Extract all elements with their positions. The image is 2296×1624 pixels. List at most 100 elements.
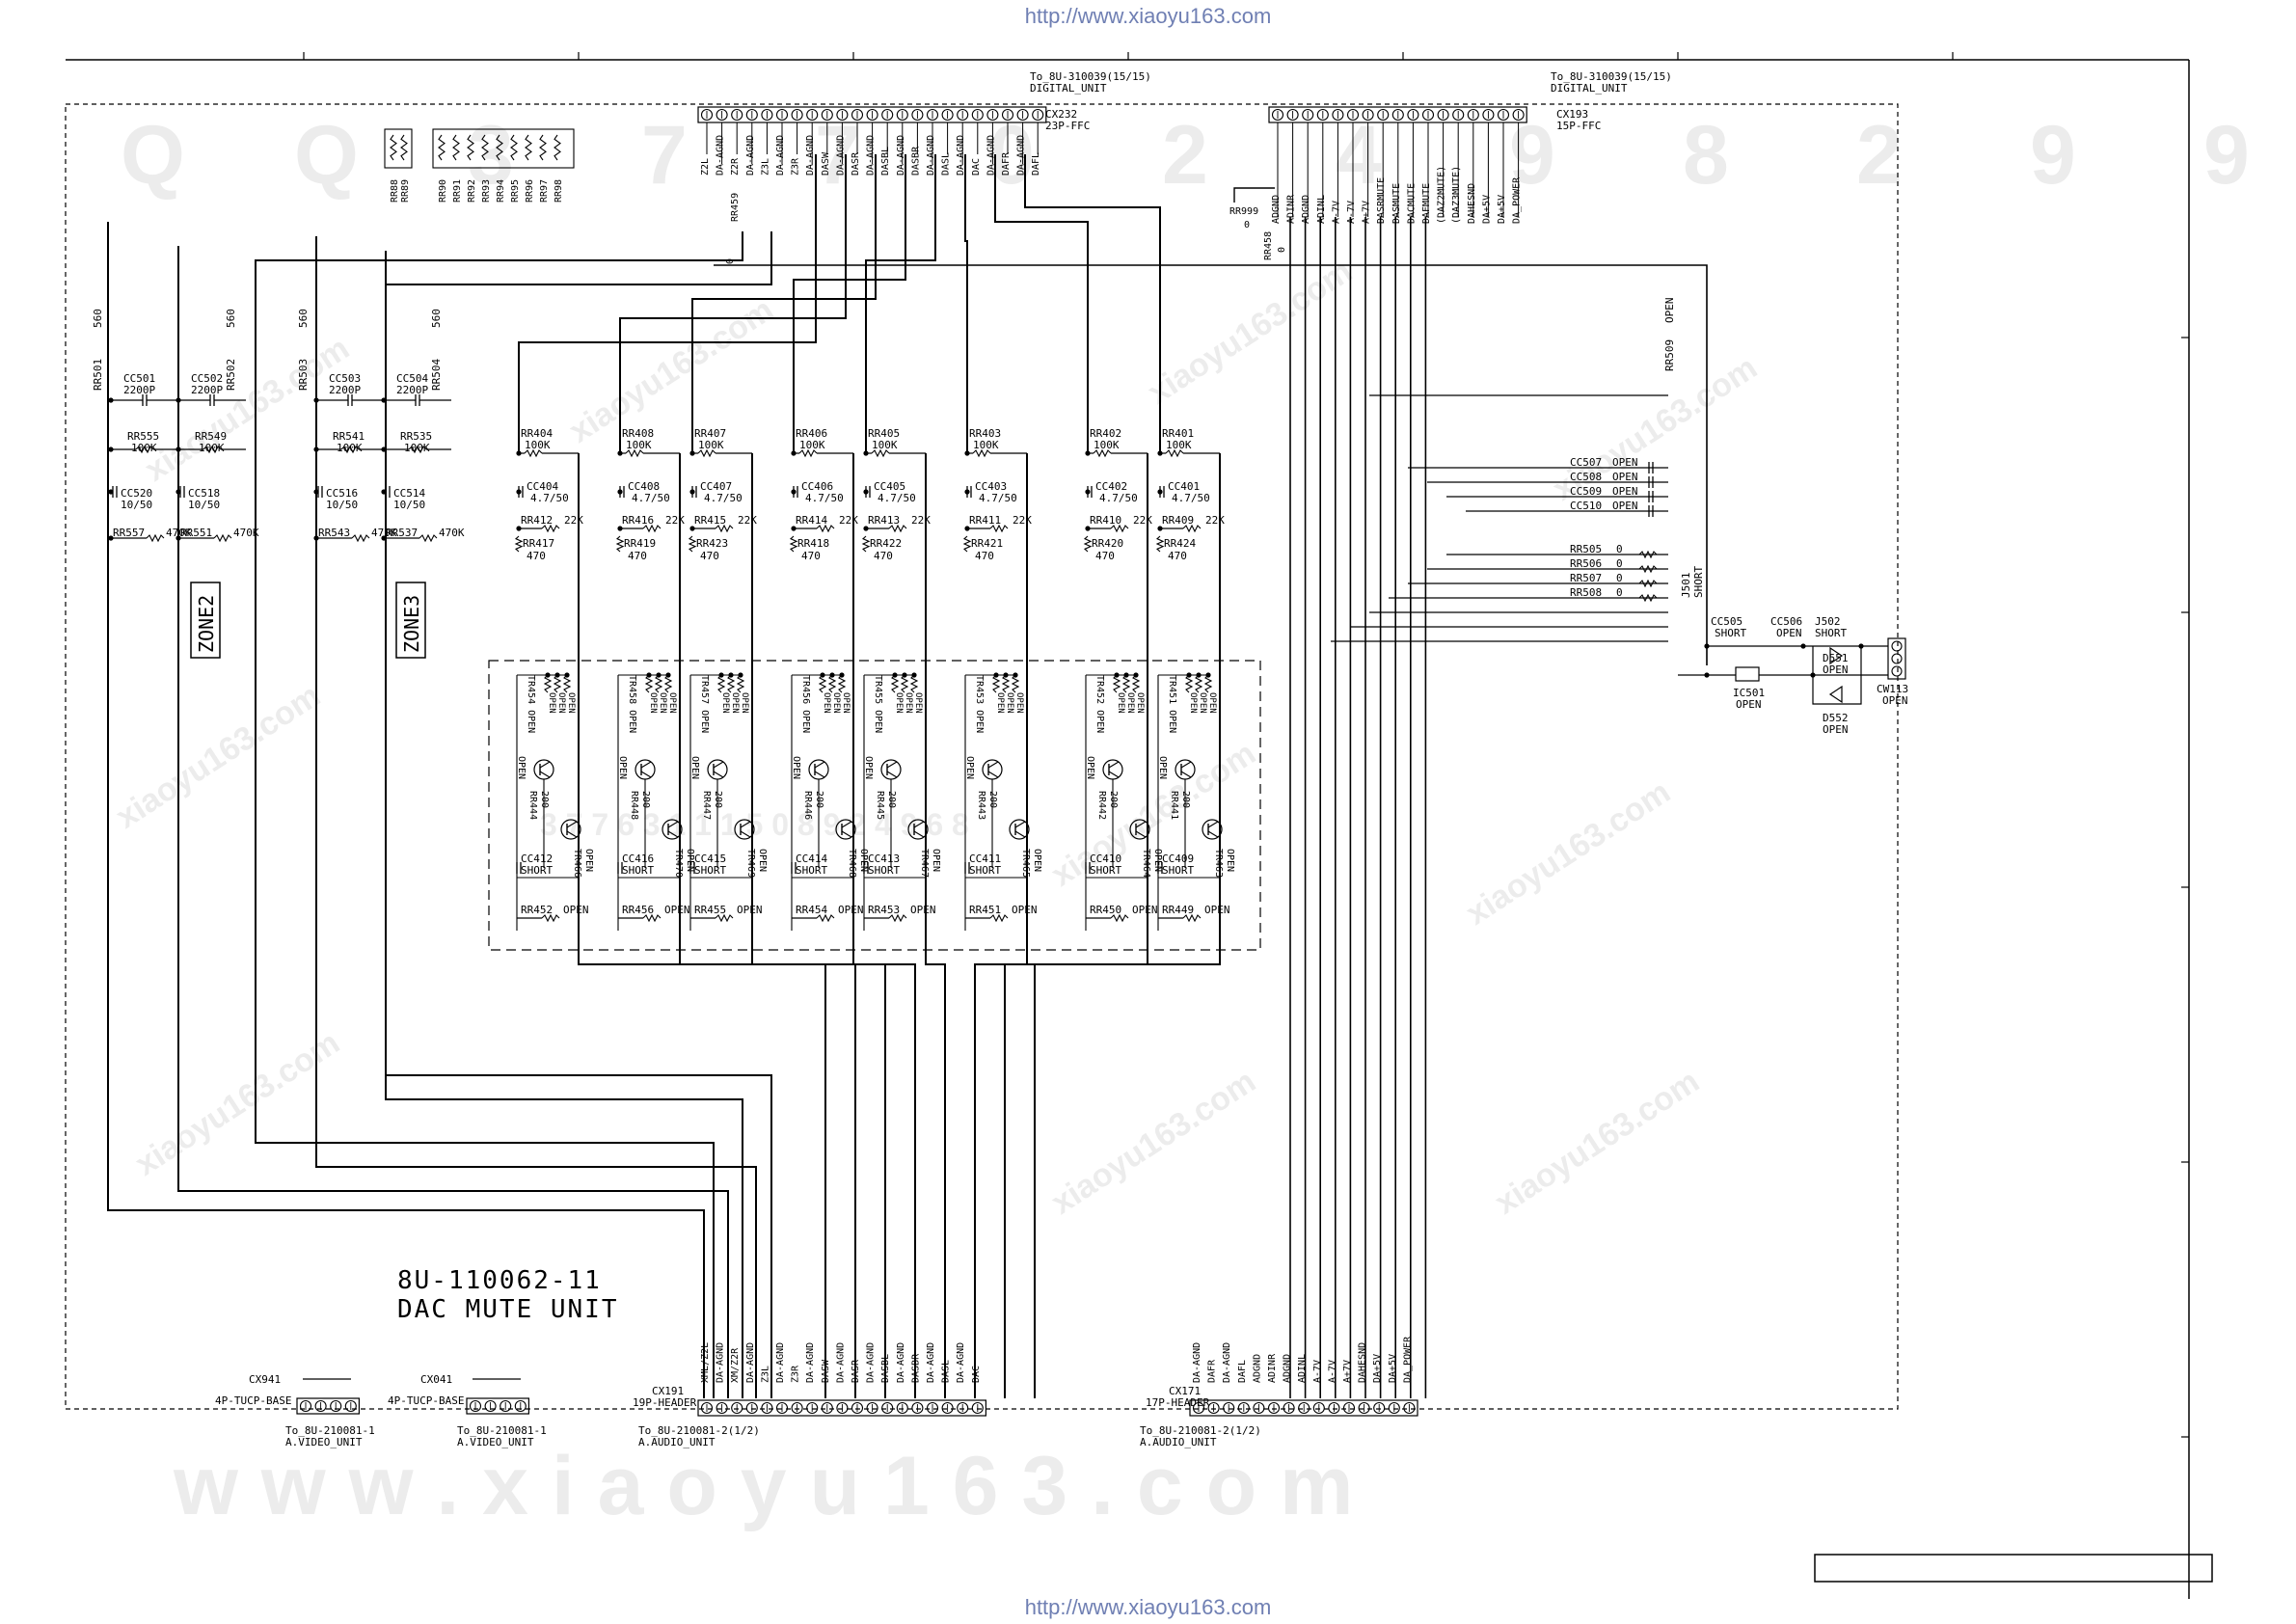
resistor <box>1093 448 1112 458</box>
junction-dot <box>176 447 181 452</box>
header-url[interactable]: http://www.xiaoyu163.com <box>1024 4 1272 28</box>
rr999-value: 0 <box>1244 220 1250 230</box>
short-label: SHORT <box>1692 566 1705 598</box>
transistor-label: TR453 OPEN <box>974 675 985 733</box>
resistor <box>213 533 232 543</box>
short-label: SHORT <box>694 864 726 877</box>
transistor-label: TR452 OPEN <box>1094 675 1105 733</box>
cx171-pin-label: DA+5V <box>1388 1354 1398 1383</box>
resistor <box>991 674 1001 693</box>
open-label: OPEN <box>1663 298 1676 324</box>
resistor-bank-label: RR91 <box>452 179 463 203</box>
channel-resistor-value: 22K <box>1013 514 1032 527</box>
cx232-pin-label: DASBL <box>880 147 891 176</box>
resistor <box>1638 593 1658 603</box>
wire <box>385 251 772 1398</box>
resistor <box>861 535 871 553</box>
channel-resistor-label: RR422 <box>870 537 902 550</box>
open-label: OPEN <box>995 692 1005 714</box>
resistor <box>438 134 446 161</box>
open-label: OPEN <box>1776 627 1802 639</box>
watermark-char: 3 <box>468 109 514 202</box>
open-label: OPEN <box>617 756 628 779</box>
cx193-pin-label: DA+5V <box>1481 195 1492 224</box>
open-label: OPEN <box>1736 698 1762 711</box>
channel-resistor-value: 200 <box>713 791 723 808</box>
wire <box>315 236 757 1398</box>
junction-dot <box>516 450 522 456</box>
zone-resistor-value: 560 <box>92 309 104 328</box>
resistor <box>888 913 907 923</box>
zone-resistor-value: 560 <box>225 309 237 328</box>
resistor <box>539 134 547 161</box>
zone-resistor-label: RR504 <box>430 359 443 391</box>
resistor <box>1110 913 1129 923</box>
channel-resistor-value: 22K <box>911 514 931 527</box>
channel-resistor-value: 100K <box>698 439 724 451</box>
cx941-unit: A.VIDEO_UNIT <box>285 1436 363 1448</box>
watermark-char: 9 <box>2030 109 2076 202</box>
resistor <box>135 445 154 454</box>
capacitor <box>1648 476 1654 488</box>
cx041-connector <box>466 1397 530 1415</box>
zone2-label: ZONE2 <box>190 582 221 659</box>
cx171-pin-label: DA_POWER <box>1402 1336 1413 1383</box>
transistor-label: TR455 OPEN <box>873 675 883 733</box>
transistor-label: TR467 <box>919 849 930 878</box>
cx232-pin-label: DA-AGND <box>956 135 966 176</box>
channel-capacitor-label: CC408 <box>628 480 660 493</box>
transistor-label: TR469 <box>745 849 756 878</box>
resistor <box>888 524 907 533</box>
channel-resistor-value: 100K <box>1094 439 1120 451</box>
capacitor <box>209 394 215 406</box>
zone-capacitor-value: 10/50 <box>121 499 152 511</box>
cx171-pin-label: DA-AGND <box>1192 1342 1202 1383</box>
resistor <box>715 524 734 533</box>
resistor <box>736 674 745 693</box>
zone-resistor-value: 100K <box>131 442 157 454</box>
channel-resistor-label: RR408 <box>622 427 654 440</box>
resistor <box>1165 448 1184 458</box>
zone-resistor-value: 100K <box>404 442 430 454</box>
cx191-pin-label: DA-AGND <box>805 1342 816 1383</box>
resistor <box>510 134 518 161</box>
zone-capacitor-label: CC514 <box>393 487 425 500</box>
junction-dot <box>1085 489 1091 495</box>
cx232-pin-label: DA-AGND <box>716 135 726 176</box>
junction-dot <box>176 535 181 541</box>
components-layer <box>108 106 1906 1417</box>
resistor <box>496 134 503 161</box>
zone-resistor-value: 100K <box>337 442 363 454</box>
open-label: OPEN <box>1612 456 1638 469</box>
channel-capacitor-label: CC413 <box>868 853 900 865</box>
resistor <box>203 445 222 454</box>
open-label: OPEN <box>1204 904 1230 916</box>
cx232-pin-label: DAFR <box>1001 151 1012 176</box>
resistor <box>798 448 818 458</box>
open-label: OPEN <box>1132 904 1158 916</box>
channel-resistor-label: RR442 <box>1096 791 1107 820</box>
resistor <box>818 674 827 693</box>
resistor <box>890 674 900 693</box>
short-label: SHORT <box>622 864 654 877</box>
resistor <box>816 913 835 923</box>
cx193-pin-label: DA+5V <box>1497 195 1507 224</box>
zero-value: 0 <box>1616 586 1623 599</box>
cx193-pin-label: ADGND <box>1301 195 1311 224</box>
wire <box>578 453 826 1398</box>
open-label: OPEN <box>894 692 904 714</box>
junction-dot <box>1114 672 1120 678</box>
cx171-pin-label: A+7V <box>1342 1360 1353 1383</box>
cx193-pin-label: DAFMUTE <box>1421 183 1432 224</box>
open-label: OPEN <box>547 692 556 714</box>
resistor <box>351 533 370 543</box>
channel-resistor-label: RR418 <box>797 537 829 550</box>
junction-dot <box>313 489 319 495</box>
cx193-pin-label: A+7V <box>1362 201 1372 224</box>
footer-url[interactable]: http://www.xiaoyu163.com <box>1024 1595 1272 1619</box>
channel-resistor-label: RR447 <box>701 791 712 820</box>
channel-resistor-value: 470 <box>1095 550 1115 562</box>
channel-resistor-value: 100K <box>626 439 652 451</box>
open-label: OPEN <box>904 692 913 714</box>
transistor-label: TR463 <box>1213 849 1224 878</box>
